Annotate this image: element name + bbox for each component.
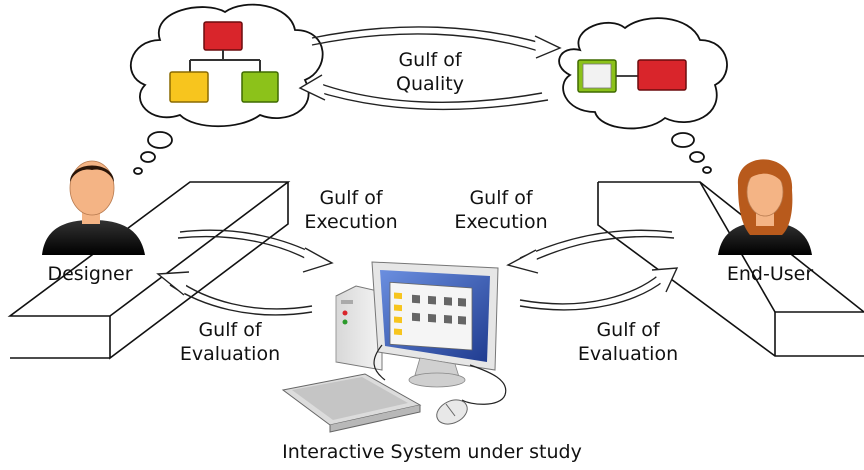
gulf-evaluation-right-line-1: Gulf of [596,319,660,341]
app-to-model-icon [577,59,687,93]
gulf-execution-right-line-1: Gulf of [469,187,533,209]
gulf-evaluation-left-label: Gulf of Evaluation [170,318,290,366]
gulf-execution-left-line-2: Execution [304,211,398,233]
gulf-quality-label: Gulf of Quality [380,48,480,96]
person-designer-icon [42,160,145,255]
gulf-execution-right-line-2: Execution [454,211,548,233]
gulf-evaluation-right-label: Gulf of Evaluation [568,318,688,366]
end-user-label: End-User [726,263,814,285]
gulf-execution-left-line-1: Gulf of [319,187,383,209]
gulf-quality-line-1: Gulf of [398,49,462,71]
execution-arrow-right [506,229,675,274]
thought-cloud-right [558,17,728,174]
keyboard-icon [281,373,422,433]
designer-label: Designer [47,263,133,285]
system-label: Interactive System under study [282,441,582,463]
gulf-execution-left-label: Gulf of Execution [296,186,406,234]
left-wall [7,181,291,360]
desktop-computer-icon [335,261,507,405]
execution-arrow-left [177,229,334,273]
person-end-user-icon [718,159,812,255]
gulf-evaluation-right-line-2: Evaluation [577,343,679,365]
gulf-quality-line-2: Quality [396,73,464,95]
gulf-evaluation-left-line-1: Gulf of [198,319,262,341]
gulf-quality-arrows [298,26,562,110]
hierarchy-diagram-icon [169,21,279,103]
evaluation-arrow-right [519,267,679,311]
mouse-icon [436,399,468,425]
gulf-execution-right-label: Gulf of Execution [446,186,556,234]
gulf-evaluation-left-line-2: Evaluation [179,343,281,365]
evaluation-arrow-left [156,271,313,316]
